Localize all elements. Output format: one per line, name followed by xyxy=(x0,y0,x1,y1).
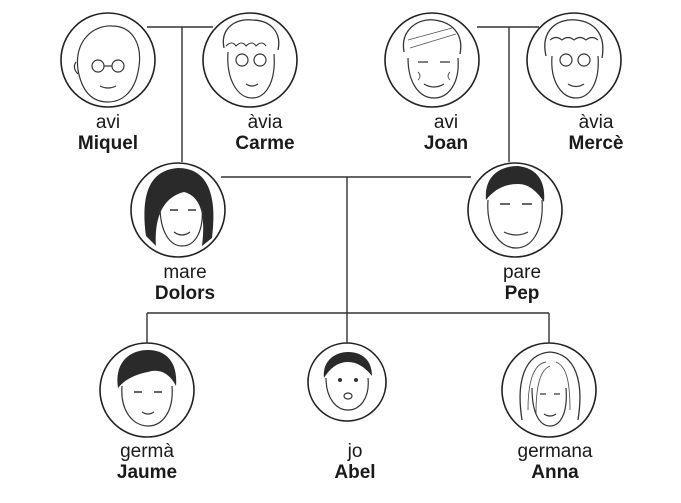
member-name: Pep xyxy=(504,283,540,305)
member-name: Joan xyxy=(423,133,469,155)
member-avia-merce: àvia Mercè xyxy=(531,112,661,155)
portrait-germana-anna xyxy=(501,342,597,438)
member-mare-dolors: mare Dolors xyxy=(120,262,250,305)
relation-label: àvia xyxy=(247,112,283,133)
member-name: Carme xyxy=(235,133,295,155)
member-avi-miquel: avi Miquel xyxy=(43,112,173,155)
portrait-mare-dolors xyxy=(130,162,226,258)
relation-label: mare xyxy=(163,262,207,283)
portrait-avi-joan xyxy=(384,12,480,108)
portrait-avia-merce xyxy=(526,12,622,108)
member-pare-pep: pare Pep xyxy=(457,262,587,305)
member-name: Miquel xyxy=(77,133,139,155)
portrait-avi-miquel xyxy=(60,12,156,108)
relation-label: àvia xyxy=(578,112,614,133)
member-germana-anna: germana Anna xyxy=(490,441,620,484)
member-avia-carme: àvia Carme xyxy=(200,112,330,155)
relation-label: germà xyxy=(120,441,174,462)
relation-label: germana xyxy=(517,441,593,462)
member-name: Abel xyxy=(334,462,376,484)
member-name: Dolors xyxy=(154,283,216,305)
relation-label: jo xyxy=(347,441,363,462)
relation-label: avi xyxy=(95,112,121,133)
portrait-pare-pep xyxy=(467,162,563,258)
member-name: Mercè xyxy=(568,133,624,155)
member-name: Anna xyxy=(531,462,579,484)
portrait-germa-jaume xyxy=(99,342,195,438)
member-jo-abel: jo Abel xyxy=(290,441,420,484)
member-germa-jaume: germà Jaume xyxy=(82,441,212,484)
portrait-jo-abel xyxy=(307,342,387,422)
relation-label: pare xyxy=(502,262,542,283)
member-name: Jaume xyxy=(116,462,178,484)
relation-label: avi xyxy=(433,112,459,133)
connector-lines xyxy=(146,26,550,347)
member-avi-joan: avi Joan xyxy=(381,112,511,155)
portrait-avia-carme xyxy=(202,12,298,108)
